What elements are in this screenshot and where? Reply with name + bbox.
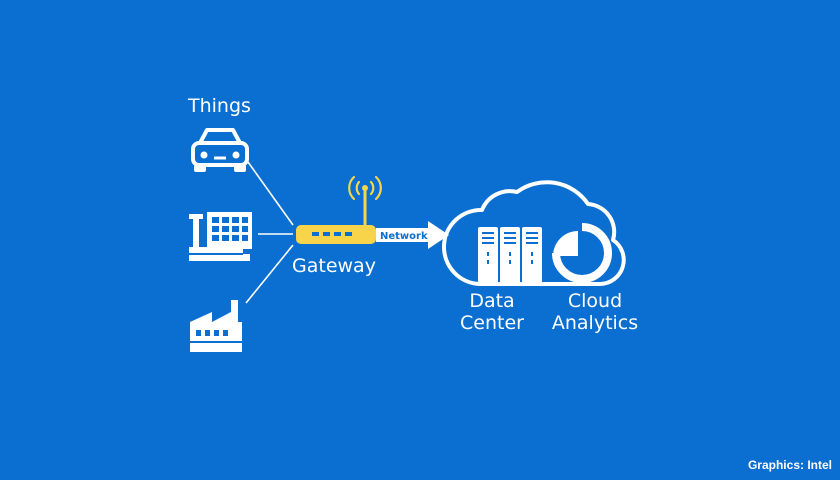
- network-arrow: Network: [376, 221, 449, 249]
- car-icon: [191, 128, 249, 172]
- factory-icon: [190, 300, 242, 352]
- wifi-signal-icon: [348, 175, 382, 226]
- things-label: Things: [188, 95, 251, 117]
- data-center-label: Data Center: [452, 290, 532, 334]
- pie-chart-icon: [552, 223, 612, 283]
- graphics-credit: Graphics: Intel: [747, 458, 832, 472]
- cloud-analytics-label-line-1: Cloud: [567, 290, 623, 312]
- cloud-icon: [442, 180, 626, 286]
- car-connector: [247, 161, 294, 226]
- data-center-label-line-2: Center: [460, 312, 524, 334]
- server-rack-icon: [478, 227, 542, 283]
- gateway-label: Gateway: [292, 255, 376, 277]
- data-center-label-line-1: Data: [469, 290, 515, 312]
- gateway-router-icon: [296, 225, 376, 244]
- cloud-analytics-label-line-2: Analytics: [551, 312, 639, 334]
- connector-lines: [245, 161, 294, 304]
- factory-connector: [245, 244, 294, 304]
- cash-register-icon: [189, 212, 252, 261]
- network-label: Network: [380, 231, 428, 242]
- cloud-analytics-label: Cloud Analytics: [546, 290, 644, 334]
